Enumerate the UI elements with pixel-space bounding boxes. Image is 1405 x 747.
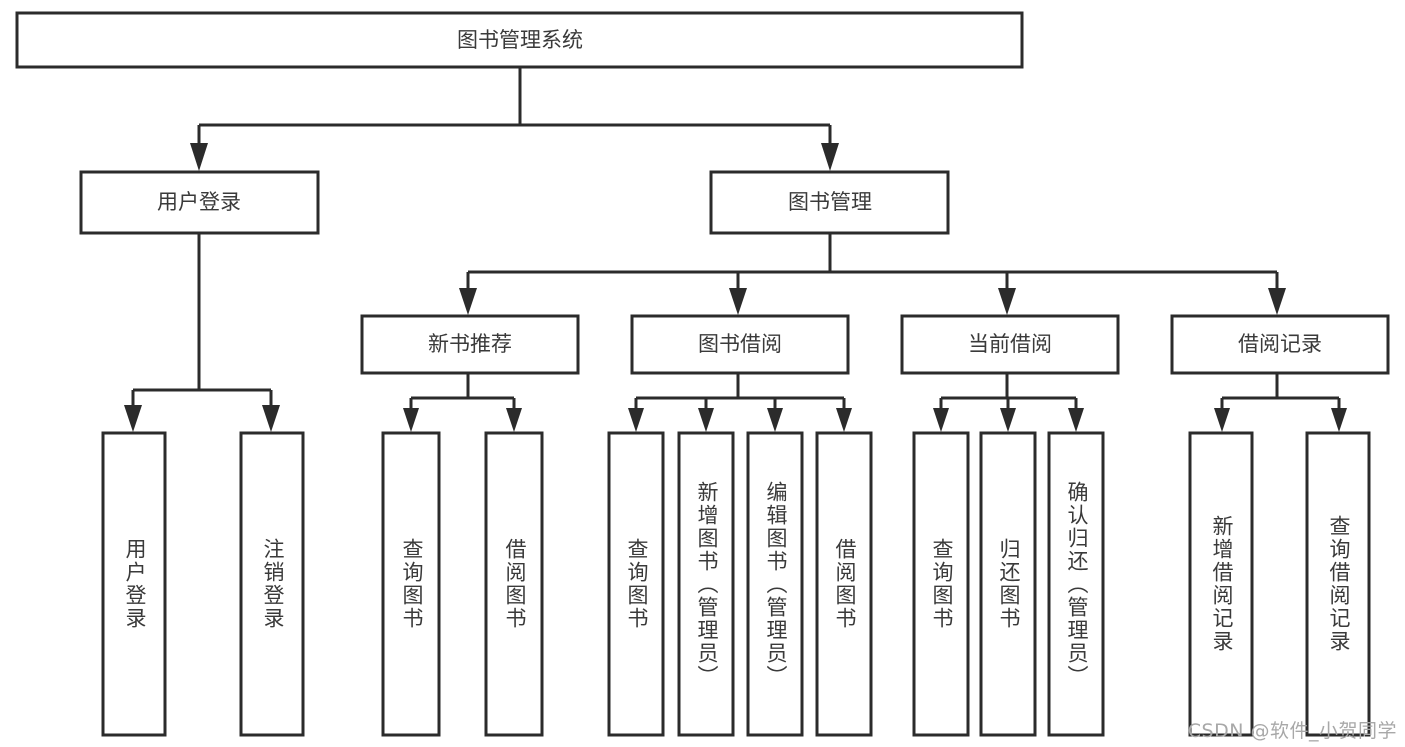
arrow-head-icon xyxy=(1068,408,1084,432)
node-book-borrow[interactable]: 图书借阅 xyxy=(630,314,850,375)
arrow-head-icon xyxy=(729,288,747,315)
arrow-head-icon xyxy=(933,408,949,432)
arrow-head-icon xyxy=(459,288,477,315)
arrow-head-icon xyxy=(836,408,852,432)
arrow-head-icon xyxy=(1268,288,1286,315)
connector-group-current-borrow xyxy=(933,373,1084,432)
arrow-head-icon xyxy=(124,405,142,432)
node-current-borrow-box[interactable] xyxy=(900,314,1120,375)
node-leaf-box[interactable] xyxy=(677,431,735,737)
node-leaf-box[interactable] xyxy=(381,431,441,737)
node-root[interactable]: 图书管理系统 xyxy=(15,11,1024,69)
node-user-login-box[interactable] xyxy=(79,170,320,235)
node-root-box[interactable] xyxy=(15,11,1024,69)
node-new-book-recommend-label: 新书推荐 xyxy=(428,332,512,356)
node-leaf-box[interactable] xyxy=(239,431,305,737)
node-user-login-label: 用户登录 xyxy=(157,190,241,214)
arrow-head-icon xyxy=(262,405,280,432)
node-leaf-box[interactable] xyxy=(746,431,804,737)
node-current-borrow-label: 当前借阅 xyxy=(968,332,1052,356)
watermark: CSDN @软件_小贺同学 xyxy=(1187,720,1397,742)
arrow-head-icon xyxy=(698,408,714,432)
arrow-head-icon xyxy=(821,143,839,171)
node-new-book-recommend-box[interactable] xyxy=(360,314,580,375)
connector-group-borrow-record xyxy=(1214,373,1347,432)
node-leaf-box[interactable] xyxy=(1188,431,1254,737)
node-user-login[interactable]: 用户登录 xyxy=(79,170,320,235)
arrow-head-icon xyxy=(767,408,783,432)
arrow-head-icon xyxy=(1000,408,1016,432)
node-current-borrow[interactable]: 当前借阅 xyxy=(900,314,1120,375)
node-leaf-box[interactable] xyxy=(607,431,665,737)
node-leaf-box[interactable] xyxy=(484,431,544,737)
node-book-borrow-label: 图书借阅 xyxy=(698,332,782,356)
connector-group-new-book xyxy=(403,373,522,432)
leaf-boxes xyxy=(101,431,1371,737)
arrow-head-icon xyxy=(506,408,522,432)
node-leaf-box[interactable] xyxy=(101,431,167,737)
node-leaf-box[interactable] xyxy=(815,431,873,737)
arrow-head-icon xyxy=(190,143,208,171)
connector-group-root xyxy=(190,67,839,171)
node-book-management[interactable]: 图书管理 xyxy=(709,170,950,235)
arrow-head-icon xyxy=(998,288,1016,315)
node-root-label: 图书管理系统 xyxy=(457,28,583,52)
arrow-head-icon xyxy=(403,408,419,432)
node-leaf-box[interactable] xyxy=(1305,431,1371,737)
node-leaf-box[interactable] xyxy=(912,431,970,737)
node-borrow-record-label: 借阅记录 xyxy=(1238,332,1322,356)
connector-group-book-mgmt xyxy=(459,233,1286,315)
node-new-book-recommend[interactable]: 新书推荐 xyxy=(360,314,580,375)
node-borrow-record-box[interactable] xyxy=(1170,314,1390,375)
node-book-borrow-box[interactable] xyxy=(630,314,850,375)
node-book-management-box[interactable] xyxy=(709,170,950,235)
arrow-head-icon xyxy=(1214,408,1230,432)
connector-group-borrow xyxy=(628,373,852,432)
arrow-head-icon xyxy=(1331,408,1347,432)
arrow-head-icon xyxy=(628,408,644,432)
connector-group-user-login xyxy=(124,233,280,432)
node-book-management-label: 图书管理 xyxy=(788,190,872,214)
node-leaf-box[interactable] xyxy=(1047,431,1105,737)
node-leaf-box[interactable] xyxy=(979,431,1037,737)
node-borrow-record[interactable]: 借阅记录 xyxy=(1170,314,1390,375)
